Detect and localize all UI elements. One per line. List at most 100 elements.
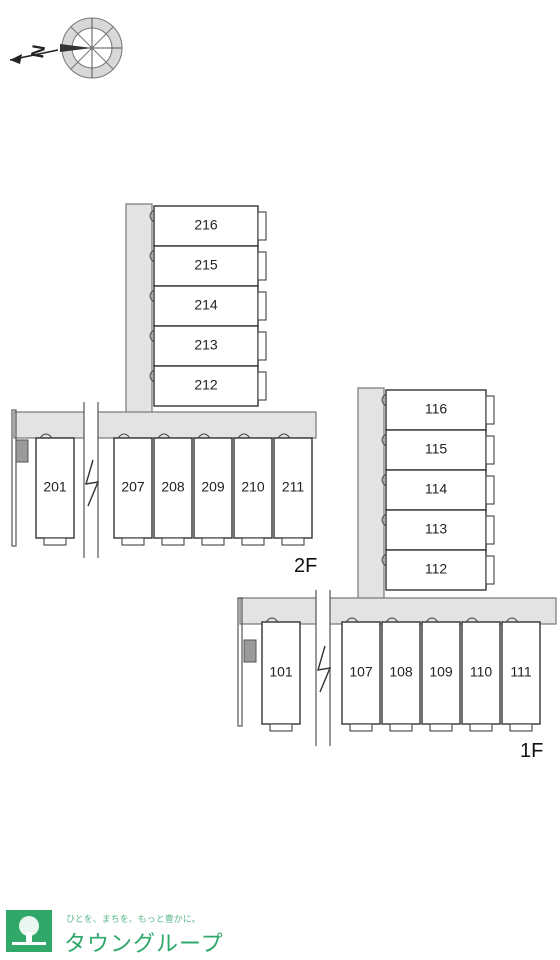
unit-label: 214 (194, 297, 218, 313)
balcony-212 (257, 371, 267, 401)
wing-1f: 116 115 114 113 112 (381, 389, 495, 591)
unit-213: 213 (149, 325, 267, 367)
door-109 (425, 617, 439, 623)
unit-209: 209 (193, 433, 233, 546)
balcony-109 (429, 723, 453, 732)
door-111 (505, 617, 519, 623)
break-1f (316, 590, 330, 746)
door-201 (39, 433, 53, 439)
unit-107: 107 (341, 617, 381, 732)
unit-208: 208 (153, 433, 193, 546)
stair-1f-icon (243, 639, 257, 663)
unit-label: 209 (201, 479, 225, 495)
unit-210: 210 (233, 433, 273, 546)
balcony-101 (269, 723, 293, 732)
door-112 (381, 553, 387, 567)
unit-label: 213 (194, 337, 218, 353)
door-116 (381, 393, 387, 407)
balcony-201 (43, 537, 67, 546)
unit-114: 114 (381, 469, 495, 511)
unit-111: 111 (501, 617, 541, 732)
door-209 (197, 433, 211, 439)
unit-label: 107 (349, 664, 373, 680)
unit-label: 211 (282, 479, 305, 495)
unit-label: 110 (470, 664, 493, 680)
door-107 (345, 617, 359, 623)
balcony-208 (161, 537, 185, 546)
door-214 (149, 289, 155, 303)
door-207 (117, 433, 131, 439)
floor-label-2f: 2F (294, 555, 317, 577)
footer-brand: タウングループ (64, 932, 224, 957)
stair-2f-icon (15, 439, 29, 463)
balcony-107 (349, 723, 373, 732)
unit-label: 101 (269, 664, 293, 680)
unit-116: 116 (381, 389, 495, 431)
break-2f (84, 402, 98, 558)
floor-label-1f: 1F (520, 740, 543, 762)
door-114 (381, 473, 387, 487)
unit-212: 212 (149, 365, 267, 407)
door-113 (381, 513, 387, 527)
compass-north-label: N (27, 43, 49, 59)
balcony-114 (485, 475, 495, 505)
unit-113: 113 (381, 509, 495, 551)
unit-label: 111 (510, 664, 531, 680)
break-mark-2f (85, 459, 100, 507)
corridor-2f-vertical (125, 203, 153, 431)
door-115 (381, 433, 387, 447)
wall-1f-left (237, 597, 243, 727)
door-110 (465, 617, 479, 623)
unit-110: 110 (461, 617, 501, 732)
unit-109: 109 (421, 617, 461, 732)
unit-label: 114 (425, 481, 448, 497)
unit-101: 101 (261, 617, 301, 732)
balcony-112 (485, 555, 495, 585)
unit-201: 201 (35, 433, 75, 546)
unit-label: 116 (425, 401, 448, 417)
unit-label: 112 (425, 561, 448, 577)
balcony-211 (281, 537, 305, 546)
unit-215: 215 (149, 245, 267, 287)
balcony-209 (201, 537, 225, 546)
balcony-108 (389, 723, 413, 732)
balcony-115 (485, 435, 495, 465)
door-212 (149, 369, 155, 383)
unit-115: 115 (381, 429, 495, 471)
door-210 (237, 433, 251, 439)
footer: ひとを、まちを、もっと豊かに。 タウングループ (0, 900, 560, 960)
door-216 (149, 209, 155, 223)
door-215 (149, 249, 155, 263)
unit-108: 108 (381, 617, 421, 732)
unit-label: 113 (425, 521, 448, 537)
compass-rose-icon: N (9, 17, 123, 79)
unit-207: 207 (113, 433, 153, 546)
unit-label: 210 (241, 479, 265, 495)
corridor-1f-horizontal (239, 597, 557, 625)
balcony-213 (257, 331, 267, 361)
door-213 (149, 329, 155, 343)
unit-label: 201 (43, 479, 67, 495)
unit-label: 208 (161, 479, 185, 495)
balcony-110 (469, 723, 493, 732)
balcony-116 (485, 395, 495, 425)
balcony-214 (257, 291, 267, 321)
row-2f: 201 207 208 209 210 211 (35, 433, 313, 546)
unit-216: 216 (149, 205, 267, 247)
balcony-207 (121, 537, 145, 546)
balcony-216 (257, 211, 267, 241)
balcony-215 (257, 251, 267, 281)
door-208 (157, 433, 171, 439)
unit-112: 112 (381, 549, 495, 591)
footer-tagline: ひとを、まちを、もっと豊かに。 (66, 915, 201, 925)
door-101 (265, 617, 279, 623)
door-211 (277, 433, 291, 439)
corridor-1f-vertical (357, 387, 385, 611)
wall-2f-left (11, 409, 17, 547)
unit-label: 115 (425, 441, 448, 457)
unit-211: 211 (273, 433, 313, 546)
